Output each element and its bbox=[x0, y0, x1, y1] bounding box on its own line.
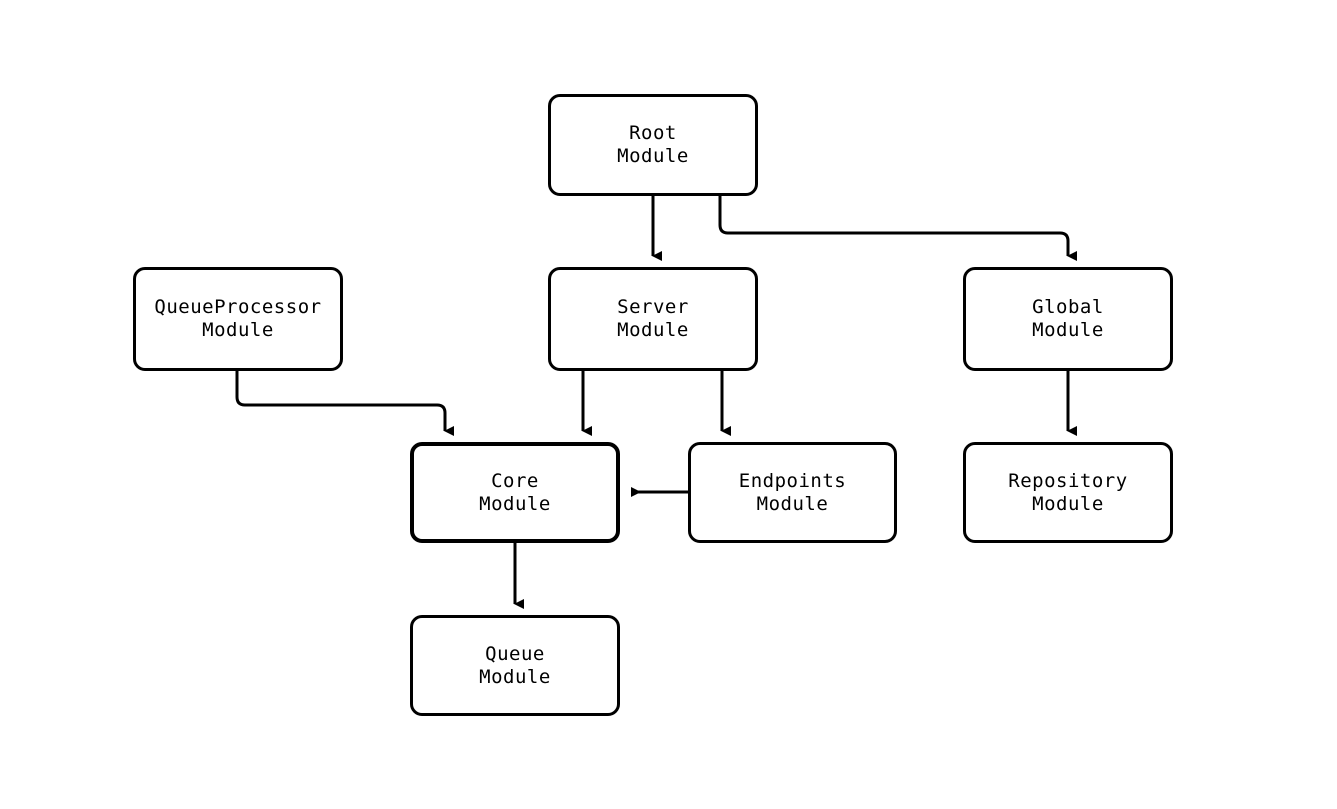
node-server-module[interactable]: Server Module bbox=[548, 267, 758, 371]
node-label-line2: Module bbox=[1032, 319, 1104, 341]
node-label-line1: Root bbox=[629, 122, 677, 144]
node-label-line1: Global bbox=[1032, 296, 1104, 318]
node-label-line2: Module bbox=[617, 145, 689, 167]
node-endpoints-module[interactable]: Endpoints Module bbox=[688, 442, 897, 543]
node-label-line1: Queue bbox=[485, 642, 545, 665]
node-label-line1: Endpoints bbox=[738, 469, 847, 492]
node-label-line1: QueueProcessor bbox=[154, 296, 322, 318]
node-queueprocessor-module[interactable]: QueueProcessor Module bbox=[133, 267, 343, 371]
node-label-line1: Core bbox=[491, 469, 539, 492]
node-label-line2: Module bbox=[202, 319, 274, 341]
node-global-module[interactable]: Global Module bbox=[963, 267, 1173, 371]
node-label-line2: Module bbox=[1032, 492, 1104, 515]
node-repository-module[interactable]: Repository Module bbox=[963, 442, 1173, 543]
node-label-line2: Module bbox=[756, 492, 829, 515]
node-label-line1: Repository bbox=[1008, 469, 1128, 492]
node-label-line2: Module bbox=[479, 665, 551, 688]
node-core-module[interactable]: Core Module bbox=[410, 442, 620, 543]
edge-root-global bbox=[718, 196, 1077, 261]
node-label-line2: Module bbox=[617, 319, 689, 341]
node-label-line2: Module bbox=[479, 492, 551, 515]
node-root-module[interactable]: Root Module bbox=[548, 94, 758, 196]
node-label-line1: Server bbox=[617, 296, 689, 318]
node-queue-module[interactable]: Queue Module bbox=[410, 615, 620, 716]
edge-queueprocessor-core bbox=[235, 371, 454, 436]
